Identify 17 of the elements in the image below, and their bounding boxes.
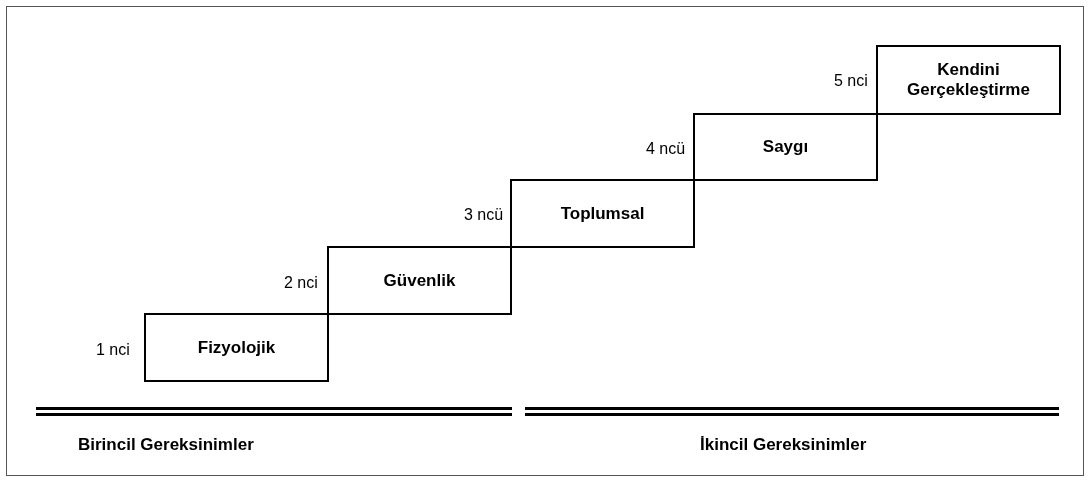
step-label: Saygı	[762, 137, 809, 157]
step-label: Toplumsal	[560, 203, 645, 224]
step-box	[876, 45, 1061, 115]
step-box	[510, 179, 695, 248]
step-number: 3 ncü	[464, 206, 504, 224]
step-label: Güvenlik	[383, 270, 456, 291]
step-box	[693, 113, 878, 181]
step-number: 4 ncü	[646, 140, 686, 158]
step-box	[327, 246, 512, 315]
step-label: Kendini Gerçekleştirme	[906, 60, 1031, 100]
step-number: 2 nci	[284, 274, 318, 292]
group-caption: İkincil Gereksinimler	[700, 435, 867, 455]
step-label: Fizyolojik	[197, 337, 276, 358]
group-caption: Birincil Gereksinimler	[78, 435, 254, 455]
step-number: 5 nci	[834, 72, 868, 90]
step-number: 1 nci	[96, 341, 130, 359]
step-box	[144, 313, 329, 382]
